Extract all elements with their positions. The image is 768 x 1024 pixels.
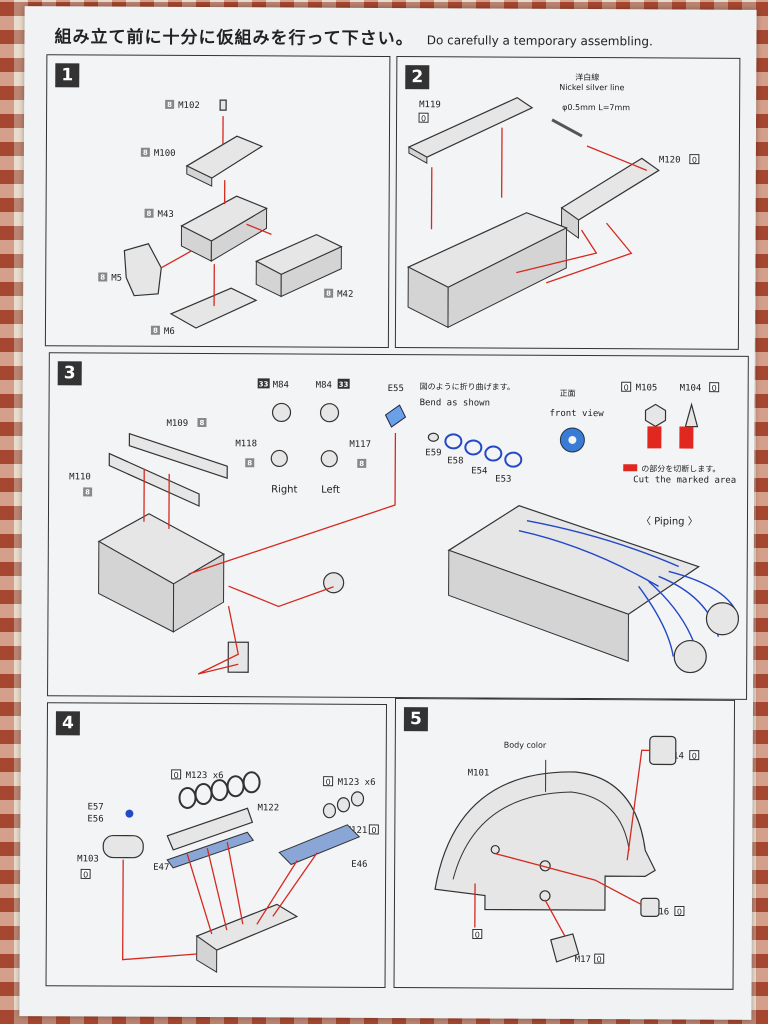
step-3-panel: 3 33 M84 M84 33 M109 8 M118 8 M117 8 Rig… — [47, 352, 749, 700]
title-jp: 組み立て前に十分に仮組みを行って下さい。 — [54, 27, 414, 50]
part-m101: M101 — [468, 768, 490, 778]
tag: 0 — [421, 114, 426, 123]
part-m16: M16 — [653, 907, 669, 917]
part-m42: M42 — [337, 290, 353, 300]
left-label: Left — [321, 485, 340, 496]
step-1-diagram: 8 M102 8 M100 8 M43 8 M5 8 M42 8 M6 — [98, 99, 353, 337]
tag: 33 — [259, 380, 269, 388]
part-m122: M122 — [257, 803, 279, 813]
part-m120: M120 — [659, 155, 681, 165]
part-m123-left: M123 x6 — [186, 771, 224, 781]
bend-label-jp: 図のように折り曲げます。 — [420, 381, 515, 391]
part-m6: M6 — [164, 327, 175, 337]
tag: 8 — [167, 101, 172, 109]
part-m123-right: M123 x6 — [338, 778, 376, 788]
part-m5: M5 — [111, 274, 122, 284]
part-m84-left: M84 — [273, 380, 289, 390]
part-m110: M110 — [69, 472, 91, 482]
right-label: Right — [271, 484, 297, 495]
tag: 0 — [83, 870, 88, 879]
part-e58: E58 — [447, 456, 463, 466]
step-4-diagram: 0 M123 x6 0 M123 x6 M122 E57 E56 M103 0 … — [77, 769, 379, 973]
tag: 8 — [143, 149, 148, 157]
part-m103: M103 — [77, 854, 99, 864]
part-m17: M17 — [575, 955, 591, 965]
step-1-panel: 1 8 M102 8 M100 8 M43 8 M5 8 M42 8 M6 — [44, 54, 391, 349]
tag: 8 — [247, 459, 252, 467]
title-en: Do carefully a temporary assembling. — [426, 33, 653, 49]
part-e56: E56 — [87, 814, 103, 824]
part-m121: M121 — [346, 826, 368, 836]
step-5-diagram: Body color M101 M14 0 M16 0 M17 0 0 — [434, 735, 700, 965]
step-3-diagram: 33 M84 M84 33 M109 8 M118 8 M117 8 Right… — [69, 378, 740, 675]
wire-label-en: Nickel silver line — [559, 83, 624, 92]
part-e57: E57 — [87, 802, 103, 812]
tag: 8 — [359, 460, 364, 468]
tag: 0 — [692, 156, 697, 165]
instruction-sheet: 組み立て前に十分に仮組みを行って下さい。 Do carefully a temp… — [19, 6, 757, 1020]
cut-label-jp: の部分を切断します。 — [641, 463, 720, 473]
part-e53: E53 — [495, 475, 511, 485]
part-m102: M102 — [178, 101, 200, 111]
bend-label-en: Bend as shown — [420, 398, 491, 408]
cut-label-en: Cut the marked area — [633, 475, 736, 486]
part-e55: E55 — [388, 384, 404, 394]
part-e59: E59 — [425, 448, 441, 458]
wire-label-jp: 洋白線 — [575, 72, 599, 82]
wire-size: φ0.5mm L=7mm — [562, 103, 630, 112]
part-m84-right: M84 — [316, 381, 332, 391]
tag: 8 — [100, 273, 105, 281]
tag: 0 — [475, 930, 480, 939]
step-5-panel: 5 Body color M101 M14 0 M16 0 M17 0 0 — [393, 698, 736, 990]
part-m43: M43 — [158, 210, 174, 220]
tag: 33 — [339, 381, 349, 389]
piping-label: 〈 Piping 〉 — [641, 515, 698, 527]
header: 組み立て前に十分に仮組みを行って下さい。 Do carefully a temp… — [54, 22, 754, 52]
front-view-jp: 正面 — [560, 389, 576, 398]
part-e47: E47 — [153, 863, 169, 873]
tag: 8 — [85, 488, 90, 496]
tag: 0 — [692, 752, 697, 761]
part-m100: M100 — [154, 149, 176, 159]
step-2-diagram: 洋白線 Nickel silver line φ0.5mm L=7mm M119… — [406, 72, 700, 329]
tag: 8 — [147, 210, 152, 218]
step-4-panel: 4 0 M123 x6 0 M123 x6 M122 E57 E56 M103 … — [45, 702, 387, 988]
tag: 0 — [677, 908, 682, 917]
tag: 0 — [371, 826, 376, 835]
part-e46: E46 — [351, 860, 367, 870]
tag: 0 — [174, 771, 179, 780]
tag: 8 — [199, 419, 204, 427]
tag: 8 — [326, 290, 331, 298]
part-e54: E54 — [471, 466, 487, 476]
tag: 0 — [624, 383, 629, 392]
part-m119: M119 — [419, 100, 441, 110]
part-m109: M109 — [166, 419, 188, 429]
tag: 0 — [597, 955, 602, 964]
part-m105: M105 — [636, 383, 658, 393]
tag: 0 — [326, 778, 331, 787]
step-2-panel: 2 洋白線 Nickel silver line φ0.5mm L=7mm M1… — [394, 56, 741, 350]
part-m104: M104 — [680, 384, 702, 394]
front-view-en: front view — [549, 409, 604, 419]
part-m118: M118 — [235, 439, 257, 449]
body-color-label: Body color — [504, 741, 547, 750]
part-m117: M117 — [349, 440, 371, 450]
tag: 8 — [153, 327, 158, 335]
tag: 0 — [712, 384, 717, 393]
